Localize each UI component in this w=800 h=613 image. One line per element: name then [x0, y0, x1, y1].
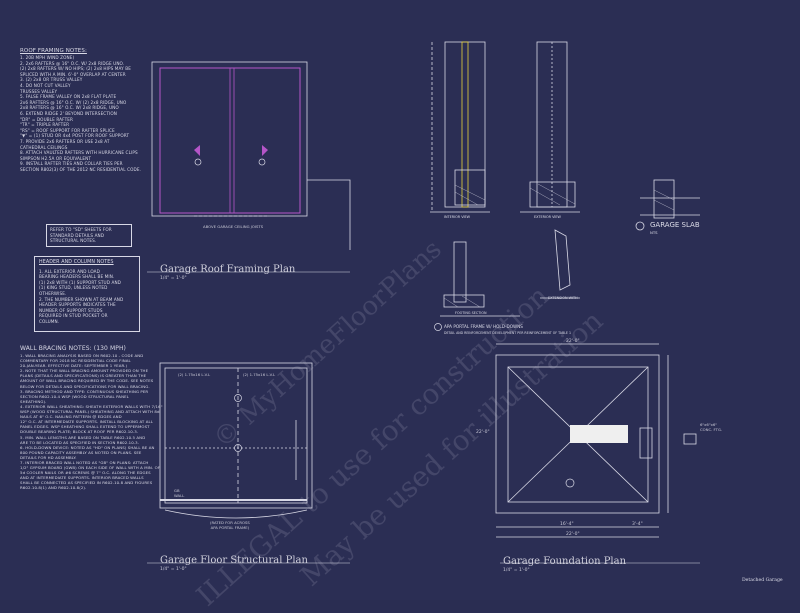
wall-note-line: BELOW FOR DETAILS AND SPECIFICATIONS FOR…	[20, 383, 150, 389]
portal-frame-subtitle: DETAIL AND REINFORCEMENT DEVELOPMENT PER…	[444, 331, 571, 335]
wall-note-line: AND AT INTERMEDIATE SUPPORTS. INTERIOR B…	[20, 475, 144, 481]
wall-note-line: 12" O.C. AT INTERMEDIATE SUPPORTS. INSTA…	[20, 419, 154, 425]
roof-framing-notes: ROOF FRAMING NOTES: 1. 20B MPH WIND ZONE…	[20, 48, 141, 172]
floor-portal-note: (RATED FOR ACROSS APA PORTAL FRAME)	[210, 520, 250, 530]
wall-note-line: COMMENTARY FOR 2018 NC RESIDENTIAL CODE …	[20, 358, 131, 364]
exterior-view-label: EXTERIOR VIEW	[534, 215, 561, 219]
wall-note-line: DETAILS FOR HD ASSEMBLY.	[20, 454, 77, 460]
roof-note-line: "▼" = (1) STUD OR 4x4 POST FOR ROOF SUPP…	[20, 133, 130, 139]
roof-note-line: 2x6 RAFTERS @ 16" O.C. W/ (2) 2x8 RIDGE,…	[20, 99, 127, 105]
wall-note-line: 800 POUND CAPACITY ASSEMBLY AS NOTED ON …	[20, 449, 142, 455]
interior-view-label: INTERIOR VIEW	[444, 215, 471, 219]
wall-note-line: 5d COOLER NAILS OR #6 SCREWS @ 7" O.C. A…	[20, 470, 151, 476]
wall-note-line: 7. INTERIOR BRACED WALL NOTED AS "GB" ON…	[20, 459, 149, 465]
extension-label: EXTENSION WITH	[548, 296, 578, 300]
header-note-line: 1. ALL EXTERIOR AND LOAD	[39, 268, 100, 274]
drawing-sheet: ROOF FRAMING NOTES: 1. 20B MPH WIND ZONE…	[20, 41, 783, 613]
wall-note-line: ARE TO BE LOCATED AS SPECIFIED IN SECTIO…	[20, 439, 140, 445]
roof-note-line: 2. 2x6 RAFTERS @ 16" O.C. W/ 2x8 RIDGE U…	[20, 60, 125, 66]
wall-note-line: PLANS (DETAILS AND SPECIFICATIONS) IS GR…	[20, 373, 147, 379]
floor-header-label-1: (2) 1.75x16 L.V.L	[178, 372, 211, 377]
wall-note-line: NAILS AT 6" O.C. NAILING PATTERN @ EDGES…	[20, 414, 122, 420]
roof-plan-title: Garage Roof Framing Plan	[160, 264, 296, 275]
foundation-dim-left: 22'-0"	[476, 430, 490, 435]
roof-note-line: 6. EXTEND RIDGE 2' BEYOND INTERSECTION	[20, 110, 117, 116]
wall-note-line: DOUBLE BEARING PLATE; BLOCK AT ROOF PER …	[20, 429, 139, 435]
roof-note-line: 7. PROVIDE 2x6 RAFTERS OR USE 2x8 AT	[20, 138, 110, 144]
roof-note-line: SIMPSON H2.5A OR EQUIVALENT	[20, 155, 92, 161]
floor-plan-outline	[159, 362, 313, 509]
foundation-dim-total: 22'-0"	[566, 532, 580, 537]
header-note-line: 2. THE NUMBER SHOWN AT BEAM AND	[39, 296, 124, 302]
header-note-line: (1) KING STUD, UNLESS NOTED	[39, 285, 108, 291]
wall-note-line: SHALL BE CONNECTED AS SPECIFIED IN R602.…	[20, 480, 153, 486]
header-note-line: OTHERWISE.	[39, 290, 67, 296]
foundation-label-block	[570, 425, 628, 443]
header-note-line: BEARING HEADERS SHALL BE MIN.	[39, 274, 115, 280]
wall-note-line: 4. EXTERIOR WALL SHEATHING: SHEATH EXTER…	[20, 403, 163, 409]
roof-note-line: SECTION R802(3) OF THE 2012 NC RESIDENTI…	[20, 166, 142, 172]
wall-note-line: 1/2" GYPSUM BOARD (GWB) ON EACH SIDE OF …	[20, 465, 161, 471]
roof-note-line: SPLICED WITH A MIN. 6'-0" OVERLAP AT CEN…	[20, 71, 126, 77]
wall-note-line: 6. HOLD-DOWN DEVICE: NOTED AS "HD" ON PL…	[20, 444, 155, 450]
roof-note-line: 2x8 RAFTERS @ 16" O.C. W/ 2x8 RIDGE, UNO	[20, 105, 119, 111]
wall-bracing-notes: WALL BRACING NOTES: (130 MPH) 1. WALL BR…	[20, 345, 163, 491]
wall-note-line: SECTION R602.10.4 WSP (WOOD STRUCTURAL P…	[20, 393, 129, 399]
roof-plan-scale: 1/4" = 1'-0"	[160, 276, 187, 281]
wall-note-line: 2. NOTE THAT THE WALL BRACING AMOUNT PRO…	[20, 368, 149, 374]
roof-note-line: 3. (2) 2x8 OR TRUSS VALLEY	[20, 77, 83, 83]
roof-note-line: "TR" = TRIPLE RAFTER	[20, 122, 70, 128]
wall-note-line: 3. BRACING METHOD AND TYPE: CONTINUOUS S…	[20, 388, 149, 394]
roof-plan-note: ABOVE GARAGE CEILING JOISTS	[203, 224, 264, 229]
roof-note-line: "DR" = DOUBLE RAFTER	[20, 116, 73, 122]
wall-note-line: SHEATHING).	[20, 398, 47, 404]
roof-note-line: TRUSSES VALLEY	[20, 88, 58, 94]
footing-section-label: FOOTING SECTION	[455, 311, 487, 315]
roof-note-line: 9. INSTALL RAFTER TIES AND COLLAR TIES P…	[20, 161, 123, 167]
foundation-dim-top: 22'-0"	[566, 339, 580, 344]
header-note-line: COLUMN.	[39, 318, 60, 324]
roof-note-line: 1. 20B MPH WIND ZONE)	[20, 55, 75, 60]
header-column-notes: HEADER AND COLUMN NOTES 1. ALL EXTERIOR …	[34, 256, 140, 332]
refer-sd-note: REFER TO "SD" SHEETS FOR STANDARD DETAIL…	[46, 224, 132, 247]
foundation-plan-scale: 1/4" = 1'-0"	[503, 568, 530, 573]
roof-note-line: (2) 2x8 RAFTERS W/ NO HIPS; (2) 2x8 HIPS…	[20, 66, 131, 72]
header-note-line: NUMBER OF SUPPORT STUDS	[39, 307, 103, 313]
linework-layer	[147, 41, 700, 564]
roof-note-line: CATHEDRAL CEILINGS	[20, 144, 68, 150]
wall-note-line: PANEL EDGES. WSP SHEATHING SHALL EXTEND …	[20, 424, 150, 430]
roof-plan-outline	[151, 61, 308, 217]
footing-note: 6"x6"x6" CONC. FTG.	[700, 422, 723, 432]
header-note-line: REQUIRED IN STUD POCKET OR	[39, 313, 108, 319]
wall-note-line: 20-JAN-YEAR. EFFECTIVE DATE: SEPTEMBER 1…	[20, 363, 128, 369]
wall-note-line: R602.10.8(1) AND R602.10.8(2).	[20, 485, 87, 491]
floor-plan-title: Garage Floor Structural Plan	[160, 555, 308, 566]
wall-note-line: WSP (WOOD STRUCTURAL PANEL) SHEATHING AN…	[20, 409, 160, 415]
garage-slab-scale: NTS	[650, 230, 658, 235]
wall-notes-title: WALL BRACING NOTES: (130 MPH)	[20, 345, 126, 352]
floor-plan-scale: 1/4" = 1'-0"	[160, 567, 187, 572]
roof-note-line: 8. ATTACH VAULTED RAFTERS WITH HURRICANE…	[20, 150, 138, 156]
roof-note-line: "RS" = ROOF SUPPORT FOR RAFTER SPLICE	[20, 127, 115, 133]
portal-frame-title: APA PORTAL FRAME W/ HOLD-DOWNS	[444, 324, 523, 329]
title-block-label: Detached Garage	[742, 578, 783, 583]
roof-notes-title: ROOF FRAMING NOTES:	[20, 48, 87, 54]
wall-note-line: AMOUNT OF WALL BRACING REQUIRED BY THE C…	[20, 378, 154, 384]
garage-slab-title: GARAGE SLAB	[650, 221, 700, 229]
foundation-dim-bottom-b: 3'-4"	[632, 522, 643, 527]
wall-note-line: 5. MIN. WALL LENGTHS ARE BASED ON TABLE …	[20, 434, 146, 440]
foundation-outline	[495, 354, 660, 514]
header-note-line: HEADER SUPPORTS INDICATES THE	[39, 302, 116, 308]
foundation-dim-bottom-a: 16'-4"	[560, 522, 574, 527]
foundation-plan-title: Garage Foundation Plan	[503, 556, 627, 567]
floor-gb-wall-label: GB WALL	[174, 488, 185, 498]
header-note-line: (1) 2x8 WITH (1) SUPPORT STUD AND	[39, 279, 121, 285]
roof-note-line: 4. DO NOT CUT VALLEY	[20, 82, 71, 88]
floor-header-label-2: (2) 1.75x16 L.V.L	[243, 372, 276, 377]
roof-note-line: 5. FALSE FRAME VALLEY ON 2x8 FLAT PLATE	[20, 94, 117, 100]
wall-note-line: 1. WALL BRACING ANALYSIS BASED ON R602.1…	[20, 353, 144, 358]
header-notes-title: HEADER AND COLUMN NOTES	[39, 260, 114, 265]
